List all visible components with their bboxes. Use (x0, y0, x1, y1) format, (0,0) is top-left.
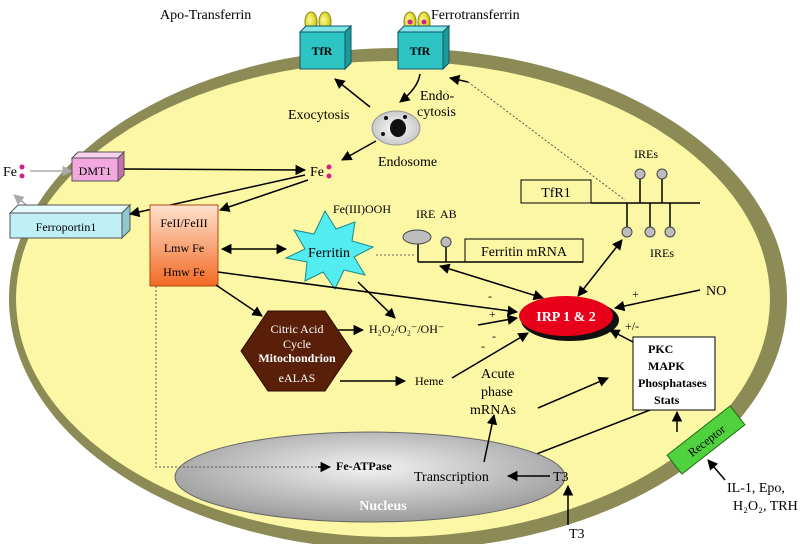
exocytosis-arrow (334, 78, 371, 108)
pool-to-mito-arrow (215, 284, 263, 317)
ab-loop-icon (440, 236, 452, 248)
ires-bottom-label: IREs (650, 246, 674, 260)
stimuli-label: IL-1, Epo, H₂O₂, TRH (727, 481, 798, 514)
labile-iron-pool: FeII/FeIII Lmw Fe Hmw Fe (149, 204, 219, 287)
svg-text:FeII/FeIII: FeII/FeIII (160, 216, 207, 230)
ferritin-to-ros-arrow (357, 281, 396, 319)
tfr-receptor-left: TfR (298, 24, 353, 71)
mitochondrion-node (240, 310, 353, 392)
phosphatases-label: Phosphatases (638, 376, 707, 390)
ires-top-label: IREs (634, 147, 658, 161)
irp-tfr1-arrow (577, 239, 623, 297)
pool-to-atpase-line (155, 286, 330, 468)
svg-text:Lmw Fe: Lmw Fe (164, 241, 204, 255)
nucleus-label: Nucleus (359, 499, 407, 514)
ire-loop-icon (664, 226, 676, 238)
acute-phase-label: Acute phase mRNAs (470, 367, 518, 418)
transcription-label: Transcription (414, 470, 489, 485)
ferritin-label: Ferritin (308, 246, 350, 261)
dmt1-to-fe-arrow (123, 164, 307, 176)
mito-label: Mitochondrion (258, 351, 336, 365)
endosome-label: Endosome (378, 155, 437, 170)
ire-loop-icon (634, 168, 646, 180)
kinase-to-irp-arrow (609, 329, 634, 343)
no-to-irp-arrow (613, 289, 701, 312)
irp-ferritin-mrna-arrow (438, 263, 545, 301)
t3-outer-label: T3 (569, 527, 585, 542)
fe-outside-dot (19, 164, 25, 170)
ire-label: IRE (416, 207, 435, 221)
sign-plusminus: +/- (625, 319, 639, 333)
ire-loop-icon (402, 229, 432, 245)
endosome-to-fe-arrow (341, 140, 377, 161)
svg-text:TfR: TfR (312, 44, 333, 58)
mito-ealas: eALAS (279, 371, 316, 385)
transcription-to-acute-arrow (483, 413, 498, 463)
sign-minus-pool: - (488, 289, 492, 303)
tfr-receptor-right: TfR (396, 24, 451, 71)
acute-to-irp-arrow (537, 376, 609, 409)
fe-to-pool-arrow (219, 179, 309, 212)
ire-loop-icon (656, 168, 668, 180)
mito-citric-acid: Citric Acid (271, 322, 324, 336)
sign-plus-no: + (632, 287, 639, 301)
pkc-label: PKC (648, 342, 673, 356)
irp-label: IRP 1 & 2 (536, 310, 596, 325)
ferritin-mrna-label: Ferritin mRNA (481, 245, 568, 260)
tfr-recycling-arrow (448, 74, 469, 86)
stimuli-to-receptor-arrow (707, 459, 726, 481)
tfr1-mrna-box (520, 179, 592, 204)
apo-transferrin-label: Apo-Transferrin (160, 8, 251, 23)
ire-loop-icon (644, 226, 656, 238)
heme-to-irp-arrow (451, 332, 529, 379)
stats-label: Stats (654, 393, 680, 407)
dmt1-transporter: DMT1 (70, 150, 126, 183)
tfr1-label: TfR1 (541, 186, 571, 201)
heme-label: Heme (415, 374, 444, 388)
no-label: NO (706, 284, 726, 299)
kinase-box (632, 336, 716, 411)
tfr1-ire-stems (626, 179, 671, 227)
endocytosis-label: Endo-cytosis (417, 89, 456, 120)
ros-label: H₂O₂/O₂⁻/OH⁻ (369, 322, 444, 336)
svg-text:Hmw Fe: Hmw Fe (163, 265, 205, 279)
nucleus (174, 431, 566, 523)
sign-plus-ros: + (489, 307, 496, 321)
svg-text:DMT1: DMT1 (79, 164, 112, 178)
ferroportin-transporter: Ferroportin1 (8, 203, 132, 240)
mito-cycle: Cycle (283, 337, 311, 351)
t3-inner-label: T3 (553, 470, 569, 485)
fe-inside-label: Fe (310, 165, 324, 180)
ferritin-icon (284, 209, 375, 290)
endocytosis-arrow (399, 73, 421, 103)
svg-text:TfR: TfR (410, 44, 431, 58)
ferrotransferrin-label: Ferrotransferrin (431, 8, 520, 23)
fe-ooh-label: Fe(III)OOH (333, 202, 391, 216)
sign-minus-ros: - (492, 329, 496, 343)
mapk-label: MAPK (648, 359, 685, 373)
fe-atpase-label: Fe-ATPase (336, 459, 392, 473)
exocytosis-label: Exocytosis (288, 108, 349, 123)
ab-label: AB (440, 207, 457, 221)
ros-to-irp-arrow (477, 314, 519, 326)
tfr-dotted-link (467, 81, 626, 201)
sign-minus-heme: - (481, 339, 485, 353)
fe-outside-label: Fe (3, 165, 17, 180)
svg-text:Ferroportin1: Ferroportin1 (36, 220, 97, 234)
ire-loop-icon (621, 226, 633, 238)
endosome-icon (371, 110, 421, 146)
